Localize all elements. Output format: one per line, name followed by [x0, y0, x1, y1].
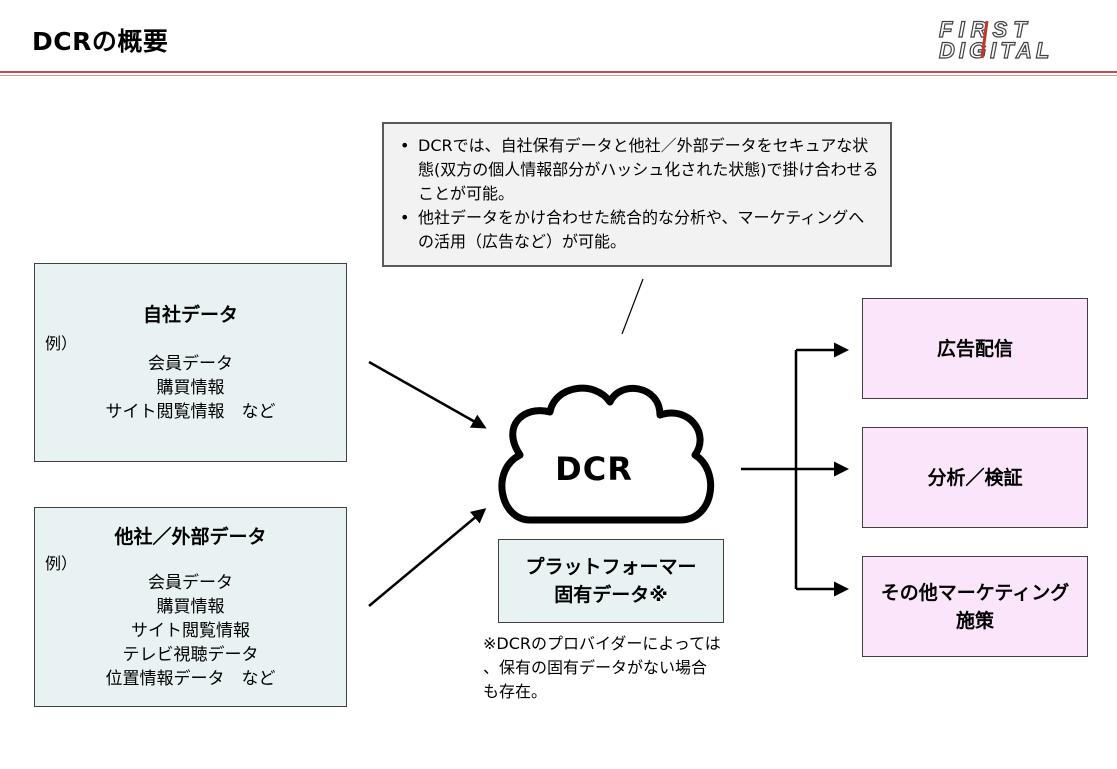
- callout-line: [621, 278, 644, 335]
- external-to-dcr-arrow: [368, 508, 487, 607]
- header-rule-thin: [0, 75, 1117, 76]
- own-to-dcr-arrow: [368, 360, 487, 429]
- own-data-items: 会員データ 購買情報 サイト閲覧情報 など: [35, 352, 346, 424]
- external-data-items: 会員データ 購買情報 サイト閲覧情報 テレビ視聴データ 位置情報データ など: [35, 571, 346, 691]
- summary-bullet: DCRでは、自社保有データと他社／外部データをセキュアな状態(双方の個人情報部分…: [396, 134, 880, 206]
- dcr-cloud: [498, 384, 714, 524]
- own-data-item: 会員データ: [148, 354, 233, 374]
- platform-footnote: ※DCRのプロバイダーによっては 、保有の固有データがない場合 も存在。: [483, 634, 721, 701]
- own-data-box: 自社データ 例） 会員データ 購買情報 サイト閲覧情報 など: [34, 263, 347, 462]
- external-data-item: テレビ視聴データ: [122, 645, 259, 665]
- output-analysis-verification: 分析／検証: [862, 427, 1088, 528]
- page-title: DCRの概要: [32, 27, 169, 56]
- dcr-cloud-label: DCR: [555, 450, 633, 488]
- external-data-item: 位置情報データ など: [105, 669, 276, 689]
- first-digital-logo: FIRST DIGITAL: [938, 16, 1053, 62]
- summary-bullets: DCRでは、自社保有データと他社／外部データをセキュアな状態(双方の個人情報部分…: [396, 134, 880, 254]
- logo-line-digital: DIGITAL: [939, 38, 1053, 62]
- external-data-item: 購買情報: [156, 597, 225, 617]
- summary-note: DCRでは、自社保有データと他社／外部データをセキュアな状態(双方の個人情報部分…: [382, 122, 892, 267]
- external-data-title: 他社／外部データ: [114, 526, 267, 548]
- own-data-title: 自社データ: [142, 304, 238, 326]
- external-data-example-label: 例）: [45, 554, 78, 573]
- logo-line-first: FIRST: [939, 17, 1033, 42]
- summary-bullet: 他社データをかけ合わせた統合的な分析や、マーケティングへの活用（広告など）が可能…: [396, 206, 880, 254]
- external-data-box: 他社／外部データ 例） 会員データ 購買情報 サイト閲覧情報 テレビ視聴データ …: [34, 507, 347, 707]
- own-data-item: 購買情報: [156, 378, 225, 398]
- external-data-item: サイト閲覧情報: [131, 621, 250, 641]
- output-ad-delivery: 広告配信: [862, 298, 1088, 399]
- header-rule: [0, 71, 1117, 73]
- output-other-marketing: その他マーケティング 施策: [862, 556, 1088, 657]
- own-data-example-label: 例）: [45, 334, 78, 353]
- logo-red-stroke: [980, 20, 989, 59]
- platform-data-box: プラットフォーマー 固有データ※: [498, 539, 724, 623]
- external-data-item: 会員データ: [148, 573, 233, 593]
- own-data-item: サイト閲覧情報 など: [105, 402, 276, 422]
